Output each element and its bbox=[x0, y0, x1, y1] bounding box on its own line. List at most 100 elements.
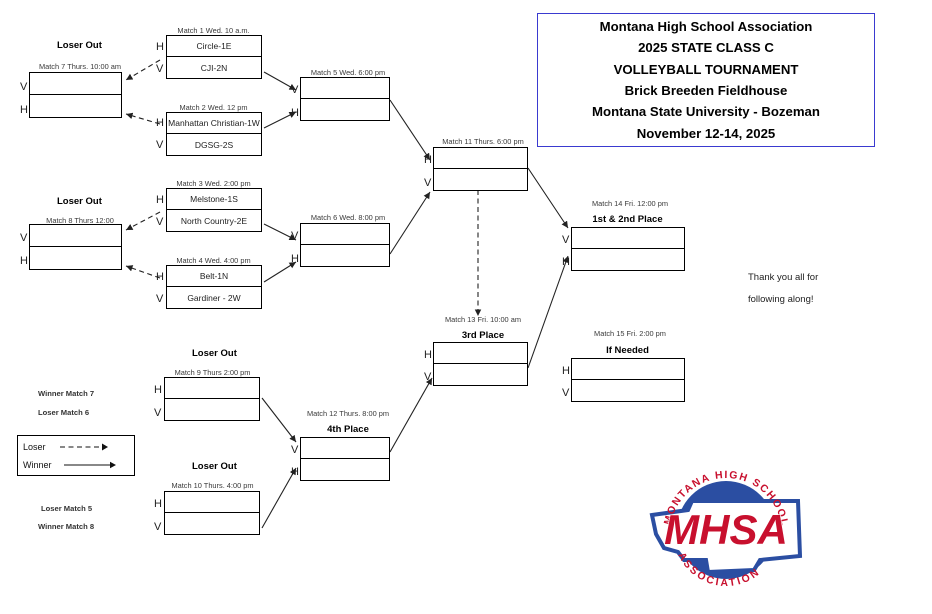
match12-box[interactable] bbox=[300, 437, 390, 481]
match7-top-team[interactable] bbox=[30, 73, 121, 95]
match10-bot-seat: V bbox=[154, 521, 162, 533]
note-loser-match-5: Loser Match 5 bbox=[41, 504, 93, 513]
match6-bot-team[interactable] bbox=[301, 245, 389, 266]
match3-bot-seat: V bbox=[156, 216, 164, 228]
legend-winner-label: Winner bbox=[23, 460, 52, 470]
match7-box[interactable] bbox=[29, 72, 122, 118]
match13-box[interactable] bbox=[433, 342, 528, 386]
match10-bot-team[interactable] bbox=[165, 513, 259, 534]
thanks-line-1: Thank you all for bbox=[748, 272, 819, 283]
match1-bot-team[interactable]: CJI-2N bbox=[200, 62, 228, 73]
match5-top-seat: V bbox=[291, 84, 299, 96]
match3-label: Match 3 Wed. 2:00 pm bbox=[176, 179, 251, 188]
match7-label: Match 7 Thurs. 10:00 am bbox=[38, 62, 122, 71]
title-line-1: Montana High School Association bbox=[599, 18, 813, 34]
match12-place-label: 4th Place bbox=[327, 424, 369, 435]
match6-top-seat: V bbox=[291, 230, 299, 242]
match9-top-team[interactable] bbox=[165, 378, 259, 399]
match14-box[interactable] bbox=[571, 227, 685, 271]
match1-bot-seat: V bbox=[156, 63, 164, 75]
match13-top-team[interactable] bbox=[434, 343, 527, 364]
match11-box[interactable] bbox=[433, 147, 528, 191]
match8-label: Match 8 Thurs 12:00 bbox=[46, 216, 114, 225]
match2-top-team[interactable]: Manhattan Christian-1W bbox=[167, 113, 261, 134]
match13-place-label: 3rd Place bbox=[461, 330, 505, 341]
match9-bot-team[interactable] bbox=[165, 399, 259, 420]
loser-out-label-match7: Loser Out bbox=[57, 40, 102, 51]
match4-box[interactable]: Belt-1N Gardiner - 2W bbox=[166, 265, 262, 309]
match6-box[interactable] bbox=[300, 223, 390, 267]
match6-label: Match 6 Wed. 8:00 pm bbox=[310, 213, 386, 222]
match14-place-label: 1st & 2nd Place bbox=[592, 214, 663, 225]
match8-top-team[interactable] bbox=[30, 225, 121, 247]
match12-bot-team[interactable] bbox=[301, 459, 389, 480]
loser-out-label-match10: Loser Out bbox=[192, 461, 237, 472]
title-line-4: Brick Breeden Fieldhouse bbox=[624, 83, 788, 98]
match4-top-team[interactable]: Belt-1N bbox=[167, 266, 261, 287]
match11-label: Match 11 Thurs. 6:00 pm bbox=[442, 137, 524, 146]
match3-top-team[interactable]: Melstone-1S bbox=[167, 189, 261, 210]
match14-bot-seat: H bbox=[562, 256, 570, 268]
match14-bot-team[interactable] bbox=[572, 249, 684, 270]
match8-top-seat: V bbox=[20, 232, 28, 244]
match11-bot-team[interactable] bbox=[434, 169, 527, 190]
match1-top-team[interactable]: Circle-1E bbox=[167, 36, 261, 57]
match15-bot-seat: V bbox=[562, 387, 570, 399]
match8-box[interactable] bbox=[29, 224, 122, 270]
match12-bot-seat: H bbox=[291, 466, 299, 478]
note-loser-match-6: Loser Match 6 bbox=[38, 408, 90, 417]
match15-top-seat: H bbox=[562, 365, 570, 377]
mhsa-logo-svg: MONTANA HIGH SCHOOL ASSOCIATION MHSA bbox=[649, 469, 803, 589]
thanks-line-2: following along! bbox=[748, 294, 814, 305]
match9-label: Match 9 Thurs 2:00 pm bbox=[174, 368, 251, 377]
loser-out-label-match9: Loser Out bbox=[192, 348, 237, 359]
logo-center-text: MHSA bbox=[664, 506, 788, 553]
match15-bot-team[interactable] bbox=[572, 380, 684, 401]
match3-bot-team[interactable]: North Country-2E bbox=[180, 215, 248, 226]
match7-bot-seat: H bbox=[20, 104, 28, 116]
match7-bot-team[interactable] bbox=[30, 95, 121, 117]
match14-top-seat: V bbox=[562, 234, 570, 246]
title-line-2: 2025 STATE CLASS C bbox=[638, 40, 774, 56]
tournament-title-box: Montana High School Association 2025 STA… bbox=[537, 13, 875, 147]
match15-top-team[interactable] bbox=[572, 359, 684, 380]
match5-top-team[interactable] bbox=[301, 78, 389, 99]
match3-top-seat: H bbox=[156, 194, 164, 206]
match10-top-team[interactable] bbox=[165, 492, 259, 513]
match13-bot-team[interactable] bbox=[434, 364, 527, 385]
match5-bot-seat: H bbox=[291, 107, 299, 119]
match10-box[interactable] bbox=[164, 491, 260, 535]
match11-top-team[interactable] bbox=[434, 148, 527, 169]
match9-bot-seat: V bbox=[154, 407, 162, 419]
legend-loser-label: Loser bbox=[23, 442, 46, 452]
match8-bot-team[interactable] bbox=[30, 247, 121, 269]
logo-montana-outline bbox=[649, 499, 803, 575]
match5-bot-team[interactable] bbox=[301, 99, 389, 120]
match11-bot-seat: V bbox=[424, 177, 432, 189]
match10-label: Match 10 Thurs. 4:00 pm bbox=[171, 481, 254, 490]
match15-label: Match 15 Fri. 2:00 pm bbox=[594, 329, 666, 338]
match5-box[interactable] bbox=[300, 77, 390, 121]
loser-out-label-match8: Loser Out bbox=[57, 196, 102, 207]
match7-top-seat: V bbox=[20, 81, 28, 93]
match10-top-seat: H bbox=[154, 498, 162, 510]
match6-top-team[interactable] bbox=[301, 224, 389, 245]
match4-bot-seat: V bbox=[156, 293, 164, 305]
match12-top-team[interactable] bbox=[301, 438, 389, 459]
match12-label: Match 12 Thurs. 8:00 pm bbox=[306, 409, 390, 418]
match9-box[interactable] bbox=[164, 377, 260, 421]
match14-top-team[interactable] bbox=[572, 228, 684, 249]
mhsa-logo: MONTANA HIGH SCHOOL ASSOCIATION MHSA bbox=[648, 460, 808, 600]
match13-top-seat: H bbox=[424, 349, 432, 361]
match2-top-seat: H bbox=[156, 117, 164, 129]
match4-bot-team[interactable]: Gardiner - 2W bbox=[187, 292, 241, 303]
match2-bot-team[interactable]: DGSG-2S bbox=[194, 139, 234, 150]
match1-label: Match 1 Wed. 10 a.m. bbox=[177, 26, 250, 35]
match3-box[interactable]: Melstone-1S North Country-2E bbox=[166, 188, 262, 232]
match2-box[interactable]: Manhattan Christian-1W DGSG-2S bbox=[166, 112, 262, 156]
match9-top-seat: H bbox=[154, 384, 162, 396]
note-winner-match-8: Winner Match 8 bbox=[38, 522, 95, 531]
match1-box[interactable]: Circle-1E CJI-2N bbox=[166, 35, 262, 79]
match15-box[interactable] bbox=[571, 358, 685, 402]
match1-top-seat: H bbox=[156, 41, 164, 53]
